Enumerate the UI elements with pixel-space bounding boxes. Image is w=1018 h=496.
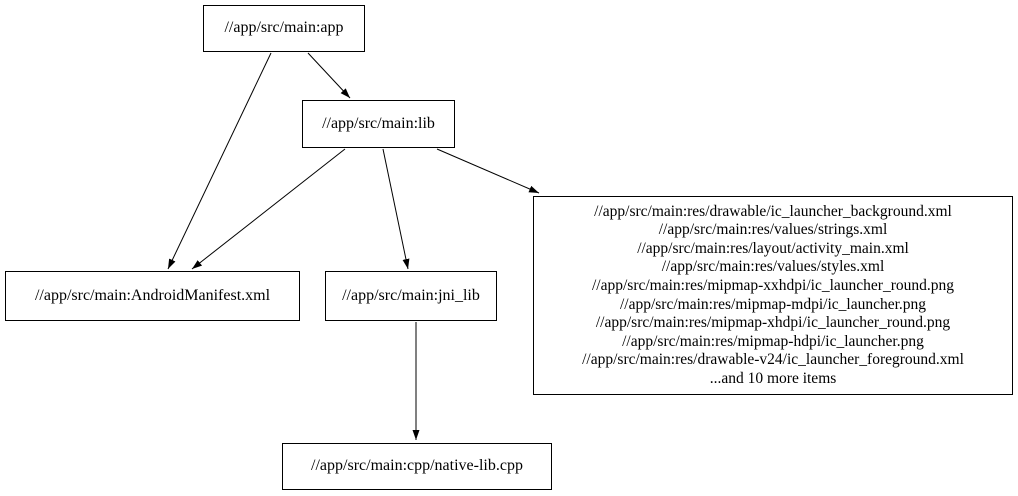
res-line: //app/src/main:res/mipmap-hdpi/ic_launch… [622,332,924,350]
node-app: //app/src/main:app [203,5,365,52]
node-native-lib-label: //app/src/main:cpp/native-lib.cpp [311,457,523,475]
edge-app-to-manifest [167,52,272,270]
res-line: //app/src/main:res/mipmap-xxhdpi/ic_laun… [591,276,954,294]
res-line: //app/src/main:res/layout/activity_main.… [637,239,909,257]
res-line: //app/src/main:res/values/strings.xml [658,221,888,239]
res-line: //app/src/main:res/values/styles.xml [661,258,885,276]
node-native-lib: //app/src/main:cpp/native-lib.cpp [282,443,552,490]
res-line: //app/src/main:res/mipmap-mdpi/ic_launch… [619,295,927,313]
node-res-group: //app/src/main:res/drawable/ic_launcher_… [533,196,1013,395]
node-android-manifest: //app/src/main:AndroidManifest.xml [5,271,300,321]
node-app-label: //app/src/main:app [224,19,344,37]
node-jni-lib: //app/src/main:jni_lib [325,271,497,321]
node-lib: //app/src/main:lib [302,100,455,148]
edge-lib-to-jni-lib [382,148,410,270]
node-android-manifest-label: //app/src/main:AndroidManifest.xml [34,286,271,304]
node-lib-label: //app/src/main:lib [322,114,435,132]
res-line: //app/src/main:res/drawable-v24/ic_launc… [582,351,964,369]
edge-lib-to-res-group [436,148,540,194]
edge-app-to-lib [307,52,351,99]
node-jni-lib-label: //app/src/main:jni_lib [342,286,480,304]
res-line: //app/src/main:res/drawable/ic_launcher_… [594,202,952,220]
res-line: //app/src/main:res/mipmap-xhdpi/ic_launc… [595,314,951,332]
edge-lib-to-manifest [191,148,346,270]
res-line-more: ...and 10 more items [709,369,837,387]
